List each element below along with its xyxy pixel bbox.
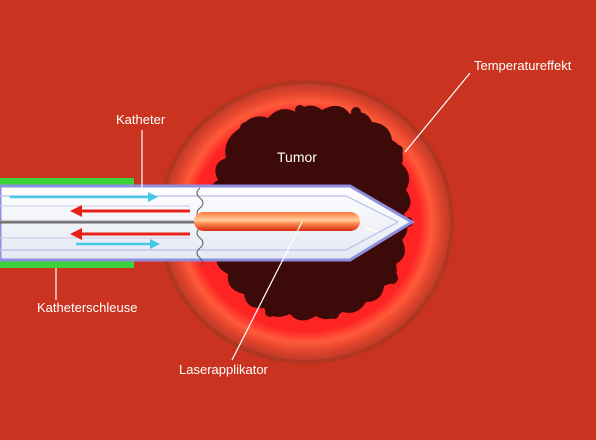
catheter-inner-outline — [0, 195, 400, 251]
label-tumor: Tumor — [277, 149, 317, 165]
arrow-left-icon — [70, 228, 190, 240]
label-temperature-effect: Temperatureffekt — [474, 58, 572, 73]
arrow-right-icon — [10, 192, 158, 202]
catheter-sheath-bottom — [0, 258, 134, 268]
leader-line-temperature — [404, 72, 471, 153]
label-laser-applicator: Laserapplikator — [179, 362, 268, 377]
laser-applicator — [194, 212, 360, 231]
label-catheter: Katheter — [116, 112, 166, 127]
label-catheter-sheath: Katheterschleuse — [37, 300, 138, 315]
leader-line-laser — [231, 221, 303, 361]
arrow-right-icon — [76, 239, 160, 249]
catheter-sheath-top — [0, 178, 134, 188]
arrow-left-icon — [70, 205, 190, 217]
